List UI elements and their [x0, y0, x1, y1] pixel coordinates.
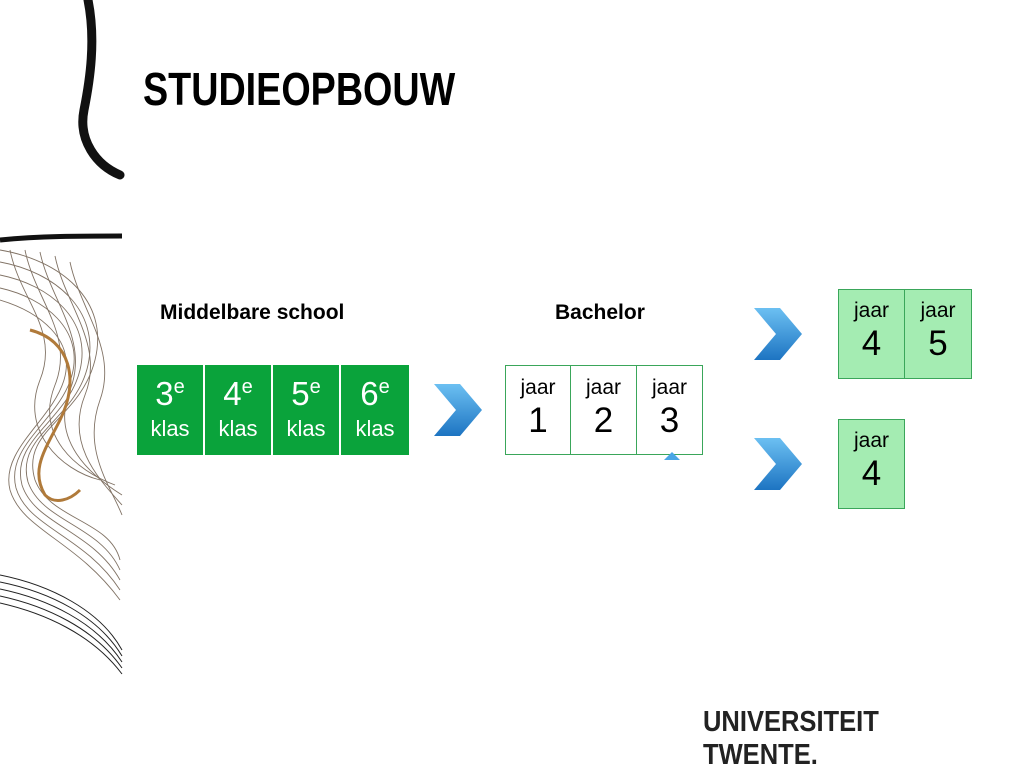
master-long-row: jaar 4 jaar 5	[838, 289, 972, 379]
school-cell-sup: e	[378, 376, 390, 398]
chevron-right-icon	[434, 384, 482, 436]
school-cell: 4e klas	[205, 365, 273, 455]
master-cell: jaar 5	[905, 289, 972, 379]
school-cell-sup: e	[173, 376, 185, 398]
school-cell-number: 6	[360, 375, 379, 412]
year-label: jaar	[585, 376, 622, 399]
decorative-wave-artwork	[0, 0, 125, 675]
school-cell-sup: e	[241, 376, 253, 398]
year-number: 3	[659, 401, 680, 440]
school-cell-sup: e	[309, 376, 321, 398]
year-number: 2	[593, 401, 614, 440]
university-logo: UNIVERSITEIT TWENTE.	[703, 706, 879, 771]
bachelor-years-row: jaar 1 jaar 2 jaar 3	[505, 365, 703, 455]
school-cell-number: 4	[223, 375, 242, 412]
page-title: STUDIEOPBOUW	[143, 63, 456, 115]
school-cell: 6e klas	[341, 365, 409, 455]
school-cell: 3e klas	[137, 365, 205, 455]
master-cell: jaar 4	[838, 289, 905, 379]
label-middelbare-school: Middelbare school	[160, 301, 345, 324]
year-number: 5	[928, 324, 948, 363]
year-label: jaar	[920, 299, 956, 322]
year-label: jaar	[651, 376, 688, 399]
year-label: jaar	[853, 429, 890, 452]
year-number: 1	[528, 401, 548, 440]
master-cell: jaar 4	[838, 419, 905, 509]
bachelor-cell: jaar 3	[637, 365, 703, 455]
bachelor-cell: jaar 1	[505, 365, 571, 455]
school-cell-label: klas	[355, 416, 395, 441]
label-bachelor: Bachelor	[555, 301, 645, 324]
school-cell-label: klas	[286, 416, 326, 441]
school-cell-label: klas	[218, 416, 258, 441]
school-cell-label: klas	[150, 416, 190, 441]
year-number: 4	[861, 454, 882, 493]
small-arrow-notch-icon	[664, 452, 680, 460]
chevron-right-icon	[754, 308, 802, 360]
school-years-row: 3e klas 4e klas 5e klas 6e klas	[137, 365, 409, 455]
year-label: jaar	[520, 376, 556, 399]
school-cell: 5e klas	[273, 365, 341, 455]
master-short-row: jaar 4	[838, 419, 905, 509]
chevron-right-icon	[754, 438, 802, 490]
year-label: jaar	[853, 299, 890, 322]
bachelor-cell: jaar 2	[571, 365, 637, 455]
school-cell-number: 3	[155, 375, 174, 412]
school-cell-number: 5	[291, 375, 310, 412]
year-number: 4	[861, 324, 882, 363]
